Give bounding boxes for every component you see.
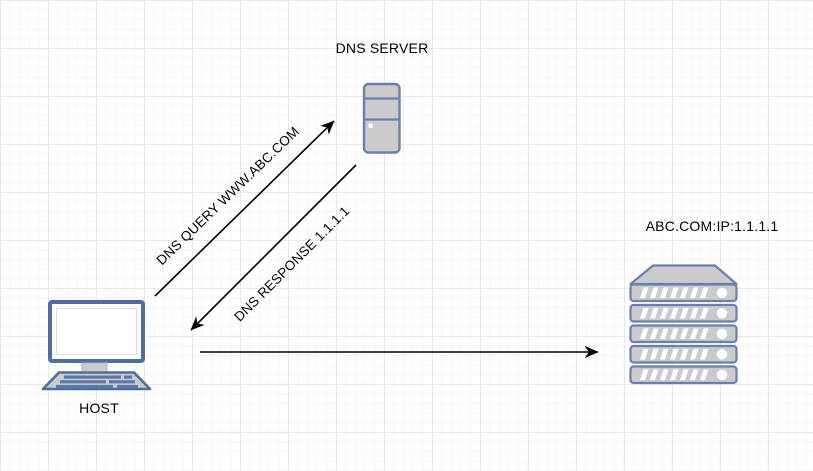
node-label-dns-server: DNS SERVER <box>335 40 429 56</box>
server-tower-icon[interactable] <box>362 82 401 154</box>
server-rack-icon[interactable] <box>629 264 738 385</box>
edge-dns-response[interactable] <box>190 164 357 331</box>
node-label-host: HOST <box>79 400 119 416</box>
edge-dns-query[interactable] <box>154 120 335 297</box>
desktop-computer-icon[interactable] <box>41 300 152 391</box>
node-label-web-server: ABC.COM:IP:1.1.1.1 <box>645 218 779 234</box>
